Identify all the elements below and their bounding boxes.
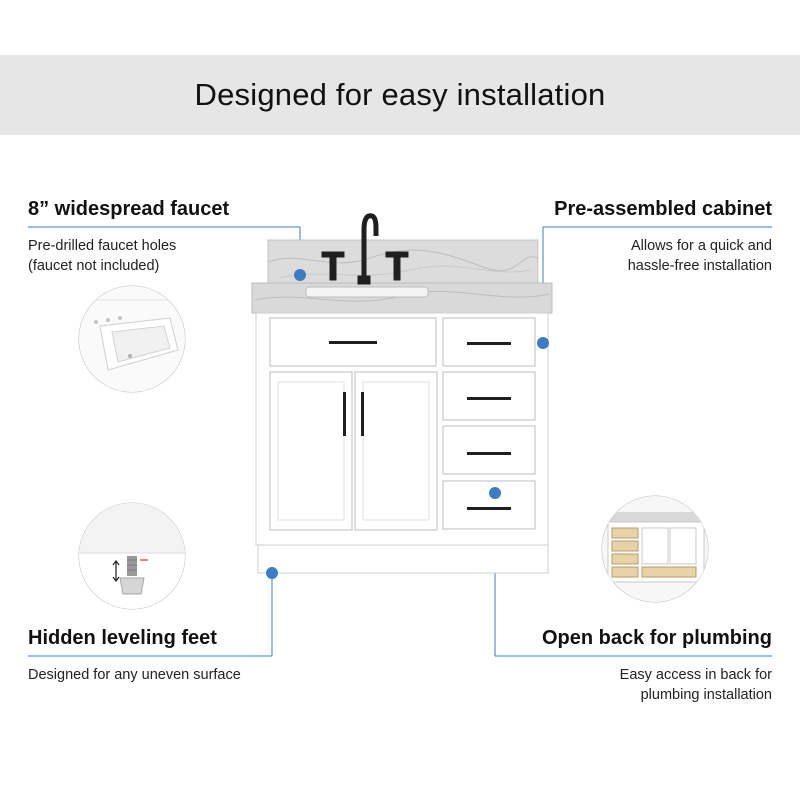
faucet-desc-line: Pre-drilled faucet holes xyxy=(28,238,177,254)
door-handle xyxy=(343,392,346,436)
faucet-feature-title: 8” widespread faucet xyxy=(28,198,230,220)
leveling-foot-icon xyxy=(78,502,186,610)
header-banner: Designed for easy installation xyxy=(0,55,800,135)
left-door xyxy=(269,371,353,531)
cabinet-desc-line: Allows for a quick and xyxy=(630,238,772,254)
basin-detail-icon xyxy=(78,285,186,393)
callout-dot-icon xyxy=(537,337,549,349)
door-handle xyxy=(361,392,364,436)
page-title: Designed for easy installation xyxy=(194,77,606,112)
side-drawer xyxy=(442,425,536,475)
faucet-desc-line: (faucet not included) xyxy=(28,258,160,274)
side-drawer xyxy=(442,371,536,421)
callout-dot-icon xyxy=(266,567,278,579)
cabinet-feature-title: Pre-assembled cabinet xyxy=(554,198,772,220)
drawer-handle xyxy=(329,341,377,344)
leveling-desc-line: Designed for any uneven surface xyxy=(28,667,241,683)
cabinet-feature-description: Allows for a quick and hassle-free insta… xyxy=(628,236,772,276)
callout-dots xyxy=(266,269,549,579)
plumbing-feature-title: Open back for plumbing xyxy=(541,627,772,649)
faucet-feature-description: Pre-drilled faucet holes (faucet not inc… xyxy=(28,236,176,276)
sink-basin xyxy=(305,286,429,298)
side-drawer xyxy=(442,480,536,530)
leveling-feature-title: Hidden leveling feet xyxy=(28,627,217,649)
backsplash xyxy=(267,239,539,286)
toe-kick xyxy=(257,544,549,574)
plumbing-feature-description: Easy access in back for plumbing install… xyxy=(620,665,772,705)
faucet xyxy=(321,213,409,285)
callout-dot-icon xyxy=(294,269,306,281)
title-underlines xyxy=(28,226,772,657)
plumbing-desc-line: plumbing installation xyxy=(640,687,772,703)
callout-dot-icon xyxy=(489,487,501,499)
right-door xyxy=(354,371,438,531)
plumbing-desc-line: Easy access in back for xyxy=(619,667,772,683)
cabinet-desc-line: hassle-free installation xyxy=(627,258,772,274)
leveling-feature-description: Designed for any uneven surface xyxy=(28,665,241,685)
cabinet-back-icon xyxy=(601,495,709,603)
